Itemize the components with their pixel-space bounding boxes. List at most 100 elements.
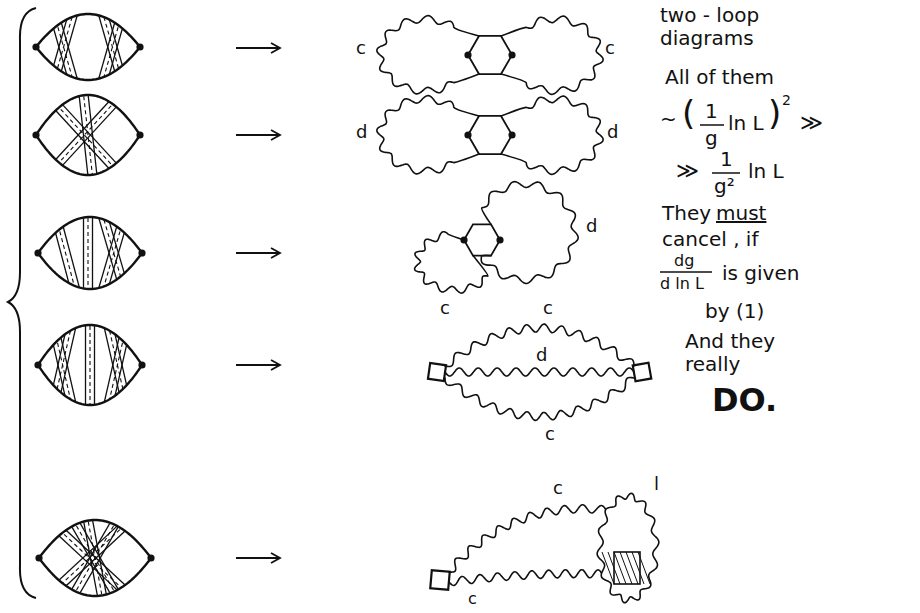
wavy-propagator: [449, 570, 602, 586]
line-label: d: [356, 122, 367, 143]
line-label: c: [553, 478, 563, 499]
line-label: c: [545, 424, 555, 445]
formula-numerator: 1: [720, 148, 733, 171]
ladder-band-edge: [69, 522, 113, 598]
vertex-dot: [136, 131, 143, 138]
vertex-dot: [35, 554, 42, 561]
line-label: d: [586, 216, 597, 237]
ladder-band-edge: [53, 107, 113, 172]
line-label: c: [543, 298, 553, 319]
wavy-loop: [501, 16, 603, 94]
ladder-band-edge: [83, 211, 84, 295]
hexagon-loop: [468, 116, 512, 154]
lens-outline: [39, 520, 151, 596]
note-text: And they really: [685, 330, 785, 376]
line-label: l: [654, 474, 659, 495]
hatched-block: [602, 552, 650, 584]
note-text: two - loop diagrams: [660, 4, 778, 50]
vertex-dot: [34, 249, 41, 256]
hatch-line: [626, 552, 638, 584]
vertex-dot: [32, 131, 39, 138]
ladder-band-edge: [85, 319, 86, 411]
ladder-band-center: [73, 520, 117, 596]
vertex-dot: [32, 43, 39, 50]
line-label: c: [356, 38, 366, 59]
ladder-band-edge: [87, 89, 97, 180]
lens-outline: [38, 325, 142, 405]
lens-outline: [38, 217, 142, 289]
formula-numerator: 1: [705, 100, 718, 123]
ladder-band-edge: [77, 522, 121, 598]
note-text: is given: [722, 262, 799, 285]
wavy-propagator: [445, 324, 634, 366]
self-energy-graph: [52, 319, 129, 411]
hexagon-loop: [464, 224, 500, 255]
ladder-band-center: [87, 211, 88, 295]
line-label: c: [468, 590, 477, 608]
transform-arrow: [236, 248, 280, 258]
ladder-band-edge: [77, 518, 121, 594]
vertex-dot: [464, 51, 471, 58]
fraction-bar: [660, 271, 712, 273]
formula-exponent: 2: [782, 92, 791, 108]
hatch-line: [614, 552, 626, 584]
curly-brace: [8, 8, 36, 598]
transform-arrow: [236, 43, 280, 53]
note-emphasis: DO.: [712, 382, 777, 419]
vertex-dot: [138, 249, 145, 256]
wavy-loop: [377, 96, 479, 174]
vertex-dot: [464, 131, 471, 138]
line-label: d: [607, 122, 618, 143]
formula-denominator: d ln L: [660, 275, 704, 293]
formula-symbol: ≫: [800, 110, 823, 135]
hatch-line: [620, 552, 632, 584]
formula-symbol: ~: [660, 108, 677, 131]
wavy-loop: [501, 96, 603, 174]
wavy-loop: [377, 16, 479, 94]
line-label: c: [440, 298, 450, 319]
formula-paren: ): [768, 94, 781, 133]
note-text: They: [662, 202, 711, 225]
vertex-dot: [508, 51, 515, 58]
transform-arrow: [236, 130, 280, 140]
vertex-square: [430, 570, 450, 590]
wavy-propagator: [445, 378, 634, 421]
ladder-band-center: [59, 525, 125, 586]
vertex-square: [633, 363, 652, 382]
hatch-line: [602, 552, 614, 584]
lens-outline: [36, 14, 140, 80]
hexagon-loop: [468, 36, 512, 74]
vertex-dot: [138, 361, 145, 368]
ladder-band-center: [83, 89, 93, 180]
formula-symbol: ≫: [676, 158, 699, 183]
vertex-dot: [147, 554, 154, 561]
transform-arrow: [236, 553, 280, 563]
vertex-blob: [597, 493, 659, 602]
ladder-band-edge: [92, 211, 93, 295]
wavy-loop: [481, 182, 578, 284]
ladder-band-edge: [59, 104, 119, 169]
vertex-dot: [34, 361, 41, 368]
fraction-bar: [700, 124, 724, 126]
line-label: d: [536, 345, 547, 366]
self-energy-graph: [54, 211, 127, 295]
ladder-band-edge: [79, 90, 89, 181]
ladder-band-center: [73, 520, 117, 596]
ladder-band-edge: [69, 518, 113, 594]
vertex-square: [428, 363, 446, 381]
line-label: c: [605, 38, 615, 59]
hatch-line: [632, 552, 644, 584]
note-text: by (1): [705, 300, 764, 323]
formula-text: ln L: [748, 160, 784, 183]
lens-outline: [36, 95, 140, 175]
note-text: cancel , if: [662, 228, 758, 251]
ladder-band-center: [89, 319, 90, 411]
formula-text: ln L: [728, 112, 764, 135]
formula-denominator: g²: [714, 175, 735, 198]
formula-numerator: dg: [674, 252, 694, 270]
formula-denominator: g: [705, 127, 718, 150]
hatch-line: [638, 552, 650, 584]
hatch-line: [608, 552, 620, 584]
